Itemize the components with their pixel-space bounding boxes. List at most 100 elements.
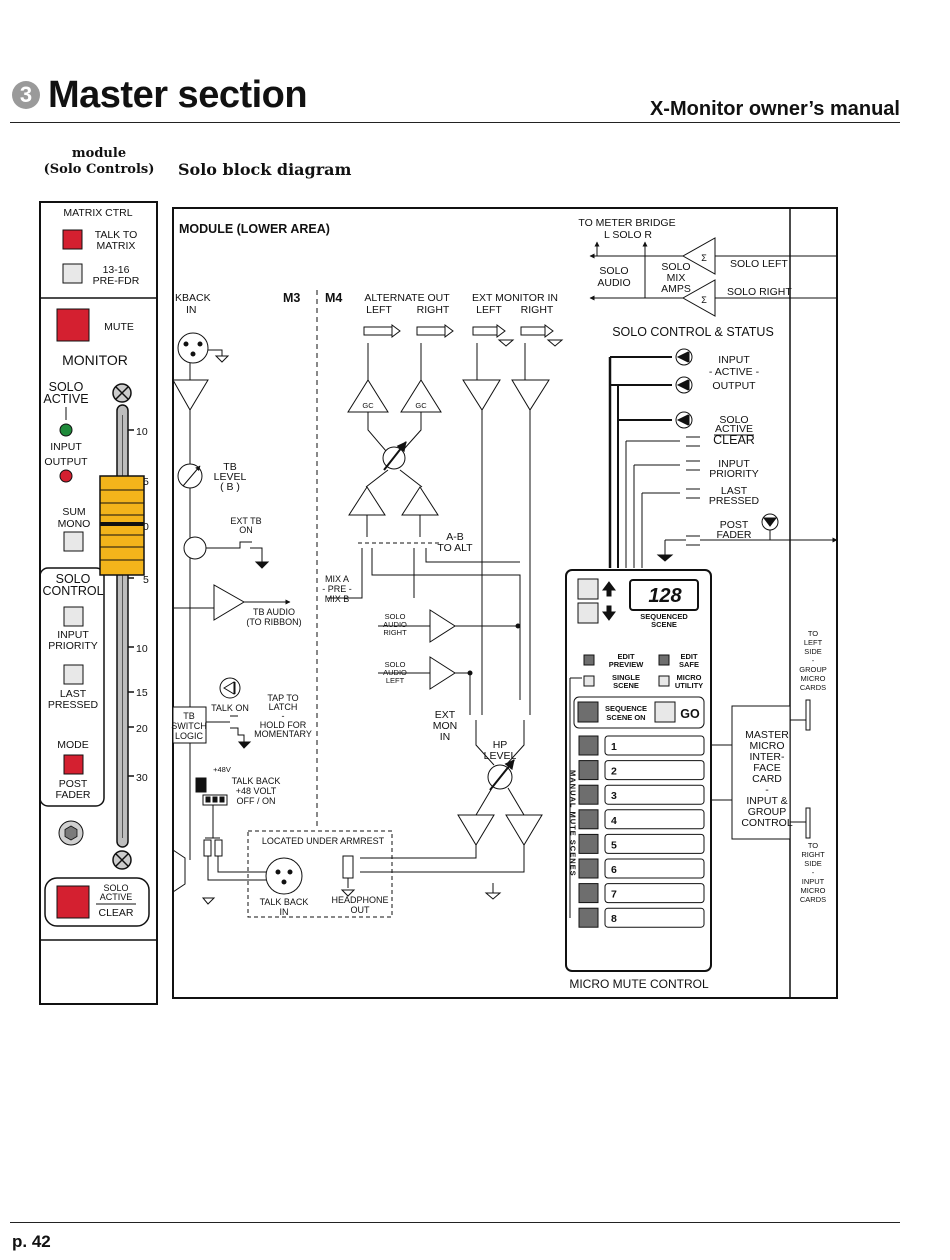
scene-button[interactable] — [578, 784, 599, 805]
tb-audio-label: (TO RIBBON) — [246, 617, 301, 627]
edit-safe-button[interactable] — [658, 654, 670, 666]
scene-button[interactable] — [578, 760, 599, 781]
left-label: LEFT — [476, 304, 502, 316]
scene-button[interactable] — [578, 809, 599, 830]
sum-mono-button[interactable] — [63, 531, 84, 552]
post-fader-label: FADER — [716, 529, 751, 541]
scene-up-button[interactable] — [577, 578, 599, 600]
scene-display-value: 128 — [648, 585, 682, 607]
fader-scale-label: 15 — [136, 687, 148, 699]
talk-back-48v-label: +48 VOLT — [236, 786, 277, 796]
sum-mono-label-2: MONO — [58, 518, 91, 530]
go-button[interactable] — [654, 701, 676, 723]
mode-label: MODE — [57, 739, 89, 751]
ext-monitor-in-label: EXT MONITOR IN — [472, 292, 558, 304]
talk-on-label: TALK ON — [211, 703, 249, 713]
fader-track[interactable] — [116, 404, 129, 848]
ab-to-alt-label: A-B — [446, 531, 464, 543]
diagram-labels: MODULE (LOWER AREA) TO METER BRIDGE L SO… — [171, 217, 827, 991]
last-pressed-button[interactable] — [63, 664, 84, 685]
master-micro-card-label: MICRO — [750, 740, 785, 752]
solo-clear-label-2: ACTIVE — [100, 892, 133, 902]
solo-active-clear-label: CLEAR — [713, 433, 755, 447]
scene-button[interactable] — [578, 883, 599, 904]
pre-fdr-button[interactable] — [62, 263, 83, 284]
tb-switch-logic-label: TB — [183, 711, 195, 721]
solo-audio-right-label: SOLO — [385, 612, 406, 621]
fader-scale-label: 10 — [136, 643, 148, 655]
input-priority-label-1: INPUT — [57, 629, 89, 641]
solo-mix-amps-label: SOLO — [661, 261, 690, 273]
solo-audio-left-label: LEFT — [386, 676, 405, 685]
to-meter-bridge-label: TO METER BRIDGE — [578, 217, 675, 229]
scene-button[interactable] — [578, 833, 599, 854]
to-right-side-label: MICRO — [801, 886, 826, 895]
single-scene-button[interactable] — [583, 675, 595, 687]
master-micro-card-label: GROUP — [748, 806, 787, 818]
scene-label-box — [604, 760, 705, 781]
fader-scale-label: 20 — [136, 723, 148, 735]
solo-mix-amps-label: AMPS — [661, 283, 691, 295]
input-priority-label-2: PRIORITY — [48, 640, 98, 652]
sum-mono-label-1: SUM — [62, 506, 85, 518]
scene-number: 5 — [611, 839, 617, 851]
master-micro-card-label: INPUT & — [746, 795, 787, 807]
scene-label-box — [604, 907, 705, 928]
fader-scale-label: 5 — [143, 574, 149, 586]
master-micro-card-label: CARD — [752, 773, 782, 785]
go-label: GO — [680, 707, 700, 721]
to-left-side-label: CARDS — [800, 683, 826, 692]
sequence-scene-on-button[interactable] — [577, 701, 599, 723]
mode-button[interactable] — [63, 754, 84, 775]
manual-mute-scenes-label: MANUAL MUTE SCENES — [569, 770, 578, 877]
footer-rule — [10, 1222, 900, 1223]
edit-preview-label: EDIT — [617, 652, 635, 661]
micro-utility-label: MICRO — [677, 673, 702, 682]
scene-button[interactable] — [578, 907, 599, 928]
input-priority-label: INPUT — [718, 458, 750, 470]
section-title: MODULE (LOWER AREA) — [179, 222, 330, 236]
solo-right-label: SOLO RIGHT — [727, 286, 792, 298]
sequence-scene-on-label: SEQUENCE — [605, 704, 647, 713]
tb-level-label: LEVEL — [214, 471, 247, 483]
mute-button[interactable] — [56, 308, 90, 342]
solo-audio-label: AUDIO — [597, 277, 630, 289]
scene-down-button[interactable] — [577, 602, 599, 624]
talk-to-matrix-button[interactable] — [62, 229, 83, 250]
talkback-in-label: KBACK — [175, 292, 211, 304]
solo-left-label: SOLO LEFT — [730, 258, 788, 270]
scene-number: 2 — [611, 766, 617, 778]
ext-mon-in-label: IN — [440, 731, 451, 743]
scene-button[interactable] — [578, 858, 599, 879]
pre-fdr-label-1: 13-16 — [103, 264, 130, 276]
input-active-output-label: INPUT — [718, 354, 750, 366]
to-left-side-label: LEFT — [804, 638, 823, 647]
tap-to-latch-label: - — [282, 711, 285, 721]
fader-scale-label: 30 — [136, 772, 148, 784]
to-right-side-label: TO — [808, 841, 818, 850]
ext-mon-in-label: MON — [433, 720, 458, 732]
scene-button[interactable] — [578, 735, 599, 756]
talkback-in-label: IN — [186, 304, 197, 316]
scene-label-box — [604, 833, 705, 854]
right-label: RIGHT — [417, 304, 450, 316]
headphone-out-label: HEADPHONE — [331, 895, 388, 905]
tb-switch-logic-label: SWITCH — [171, 721, 207, 731]
input-priority-button[interactable] — [63, 606, 84, 627]
micro-utility-button[interactable] — [658, 675, 670, 687]
solo-active-label-2: ACTIVE — [43, 392, 88, 406]
scene-label-box — [604, 784, 705, 805]
edit-preview-button[interactable] — [583, 654, 595, 666]
scene-display — [629, 579, 699, 611]
to-right-side-label: SIDE — [804, 859, 822, 868]
edit-safe-label: SAFE — [679, 660, 699, 669]
ext-tb-on-label: EXT TB — [230, 516, 261, 526]
master-micro-card-label: - — [765, 784, 769, 796]
output-led-label: OUTPUT — [44, 456, 88, 468]
solo-active-clear-button[interactable] — [56, 885, 90, 919]
last-pressed-label: PRESSED — [709, 495, 760, 507]
post-fader-label-1: POST — [59, 778, 88, 790]
located-under-armrest-label: LOCATED UNDER ARMREST — [262, 836, 385, 846]
fader-knob[interactable] — [99, 475, 145, 576]
input-active-output-label: - ACTIVE - — [709, 366, 760, 378]
